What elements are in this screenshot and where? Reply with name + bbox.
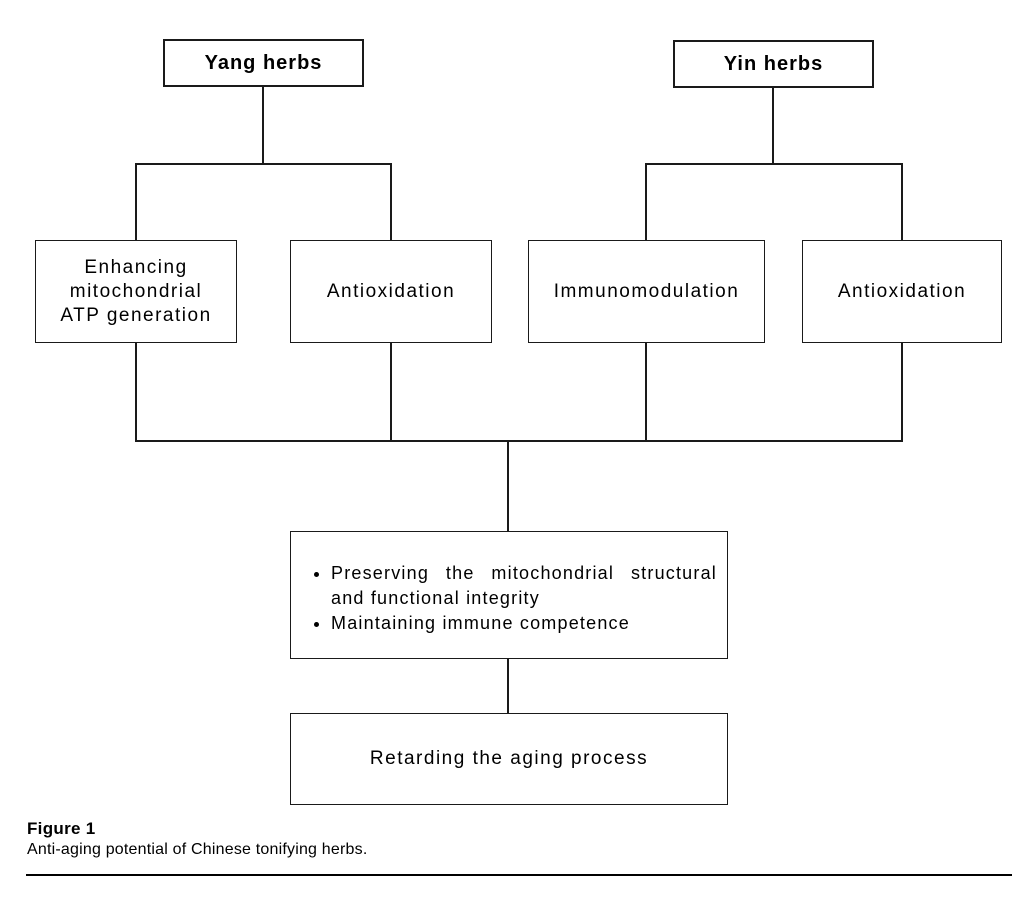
immunomodulation-label: Immunomodulation — [553, 280, 740, 302]
connector-collector-line — [135, 440, 903, 442]
connector-to-final — [507, 659, 509, 713]
antioxidation-left-label: Antioxidation — [326, 280, 456, 302]
immunomodulation-box: Immunomodulation — [528, 240, 765, 343]
connector-to-outcome — [507, 440, 509, 532]
connector-antiox-right-down — [901, 343, 903, 440]
figure-label: Figure 1 — [27, 819, 96, 838]
outcome-bullet-list: Preserving the mitochondrial structural … — [311, 561, 717, 636]
yang-herbs-label: Yang herbs — [204, 51, 323, 74]
connector-antiox-left-down — [390, 343, 392, 440]
aging-outcome-label: Retarding the aging process — [369, 748, 649, 769]
figure-caption: Anti-aging potential of Chinese tonifyin… — [27, 841, 368, 858]
antioxidation-right-label: Antioxidation — [837, 280, 967, 302]
yin-herbs-box: Yin herbs — [673, 40, 874, 88]
antioxidation-left-box: Antioxidation — [290, 240, 492, 343]
bottom-rule — [26, 874, 1012, 876]
antioxidation-right-box: Antioxidation — [802, 240, 1002, 343]
atp-generation-box: Enhancing mitochondrial ATP generation — [35, 240, 237, 343]
connector-yin-branch — [645, 163, 903, 165]
connector-antiox-right-drop — [901, 163, 903, 241]
yin-herbs-label: Yin herbs — [723, 52, 824, 75]
connector-atp-drop — [135, 163, 137, 241]
connector-yang-stem — [262, 87, 264, 164]
connector-immuno-drop — [645, 163, 647, 241]
aging-outcome-box: Retarding the aging process — [290, 713, 728, 805]
connector-yang-branch — [135, 163, 392, 165]
bullet-maintaining: Maintaining immune competence — [331, 611, 717, 636]
bullet-preserving: Preserving the mitochondrial structural … — [331, 561, 717, 611]
connector-immuno-down — [645, 343, 647, 440]
integrity-outcomes-box: Preserving the mitochondrial structural … — [290, 531, 728, 659]
connector-atp-down — [135, 343, 137, 440]
connector-antiox-left-drop — [390, 163, 392, 241]
connector-yin-stem — [772, 88, 774, 164]
yang-herbs-box: Yang herbs — [163, 39, 364, 87]
atp-generation-label: Enhancing mitochondrial ATP generation — [60, 256, 212, 326]
